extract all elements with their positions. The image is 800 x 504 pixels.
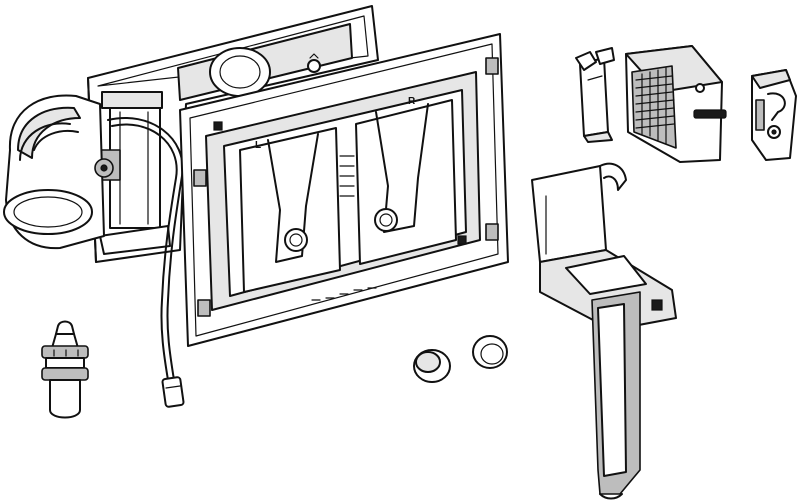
cistern-valve-housing: [3, 94, 114, 250]
tube-clip: [575, 47, 615, 143]
frame-label-left: L: [255, 140, 261, 151]
frame-label-right: R: [408, 96, 416, 107]
cartridge-module: [625, 45, 727, 163]
mounting-holder: [531, 162, 677, 500]
valve-nozzle: [41, 320, 89, 419]
cap-right: [472, 335, 508, 369]
front-actuator-frame: L R: [179, 33, 509, 347]
rear-mounting-frame: [87, 5, 379, 263]
actuator-cable: [107, 117, 185, 408]
cartridge-grid: [635, 67, 675, 145]
cap-left: [413, 349, 451, 383]
side-bracket: [751, 69, 797, 161]
